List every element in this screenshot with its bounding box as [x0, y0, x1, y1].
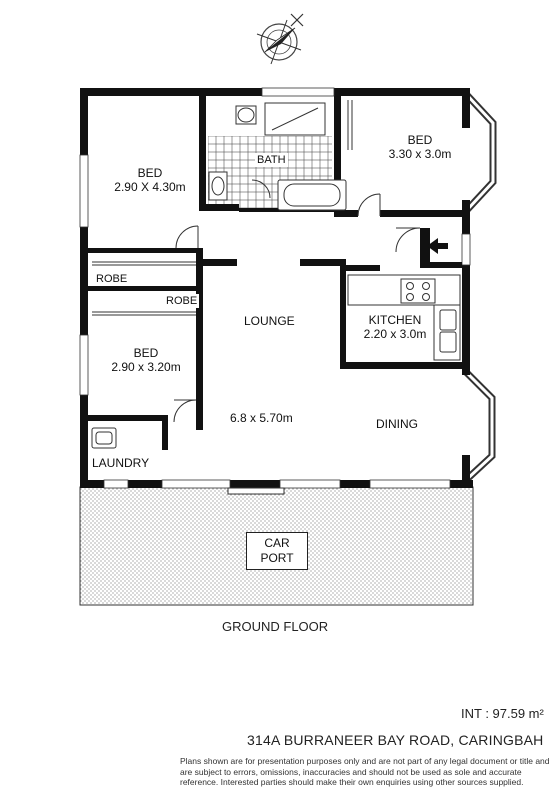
- door-swings: [173, 179, 421, 423]
- windows: [79, 87, 471, 489]
- bathtub-icon: [277, 179, 347, 211]
- room-label-kitchen: KITCHEN 2.20 x 3.0m: [363, 313, 427, 341]
- room-label-bath: BATH: [255, 153, 288, 167]
- north-compass-icon: [256, 13, 304, 65]
- floor-caption: GROUND FLOOR: [222, 619, 329, 634]
- robe-doors: [92, 100, 353, 316]
- bay-window-bed: [464, 92, 497, 213]
- stove-icon: [400, 278, 436, 304]
- room-label-bed-1: BED 2.90 X 4.30m: [114, 166, 186, 194]
- room-label-carport: CAR PORT: [246, 532, 308, 570]
- toilet-icon: [235, 105, 257, 125]
- room-label-bed-3: BED 2.90 x 3.20m: [111, 346, 181, 374]
- sliding-door: [227, 487, 285, 495]
- vanity-icon: [208, 171, 228, 201]
- laundry-tub-icon: [91, 427, 117, 449]
- kitchen-sink-icon: [439, 309, 457, 353]
- room-label-lounge-dims: 6.8 x 5.70m: [230, 411, 293, 425]
- entry-arrow-icon: [427, 238, 448, 254]
- room-label-bed-2: BED 3.30 x 3.0m: [388, 133, 452, 161]
- internal-area: INT : 97.59 m²: [461, 706, 544, 721]
- room-label-robe-upper: ROBE: [96, 273, 128, 285]
- room-label-laundry: LAUNDRY: [92, 456, 150, 470]
- disclaimer: Plans shown are for presentation purpose…: [180, 756, 550, 787]
- property-address: 314A BURRANEER BAY ROAD, CARINGBAH: [247, 732, 544, 748]
- room-label-robe-lower: ROBE: [164, 294, 200, 308]
- room-label-dining: DINING: [376, 417, 418, 431]
- room-label-lounge: LOUNGE: [244, 314, 295, 328]
- shower-icon: [264, 102, 326, 136]
